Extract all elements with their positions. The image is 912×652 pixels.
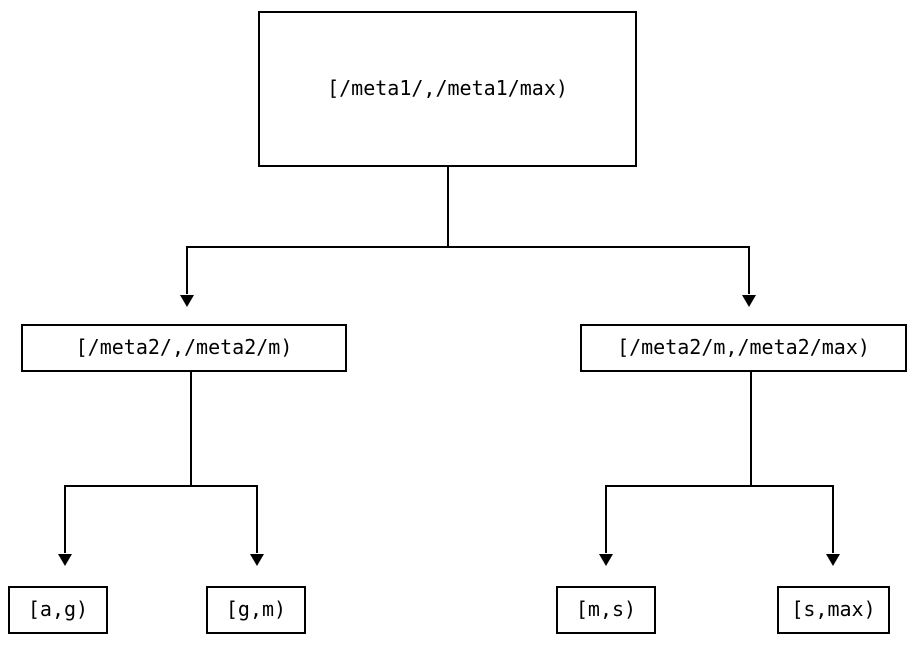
node-leaf-3-label: [m,s) [575,597,637,621]
node-mid-right-label: [/meta2/m,/meta2/max) [617,335,870,359]
node-leaf-2-label: [g,m) [225,597,287,621]
arrowhead-leaf-3 [599,554,613,566]
node-leaf-4[interactable]: [s,max) [777,586,890,634]
edge-root-to-mid-right [748,246,750,294]
node-mid-left-label: [/meta2/,/meta2/m) [75,335,293,359]
arrowhead-leaf-4 [826,554,840,566]
edge-mid-left-bus [64,485,258,487]
edge-mid-left-to-leaf-2 [256,485,258,553]
edge-mid-right-to-leaf-4 [832,485,834,553]
edge-mid-right-bus [605,485,834,487]
node-leaf-2[interactable]: [g,m) [206,586,306,634]
arrowhead-mid-right [742,295,756,307]
arrowhead-leaf-1 [58,554,72,566]
edge-mid-right-stem [750,372,752,486]
node-root[interactable]: [/meta1/,/meta1/max) [258,11,637,167]
arrowhead-mid-left [180,295,194,307]
edge-mid-right-to-leaf-3 [605,485,607,553]
edge-root-to-mid-left [186,246,188,294]
node-leaf-3[interactable]: [m,s) [556,586,656,634]
node-leaf-4-label: [s,max) [791,597,876,621]
arrowhead-leaf-2 [250,554,264,566]
node-mid-right[interactable]: [/meta2/m,/meta2/max) [580,324,907,372]
node-mid-left[interactable]: [/meta2/,/meta2/m) [21,324,347,372]
node-leaf-1-label: [a,g) [27,597,89,621]
edge-root-stem [447,167,449,247]
edge-mid-left-stem [190,372,192,486]
node-root-label: [/meta1/,/meta1/max) [327,76,568,100]
edge-mid-left-to-leaf-1 [64,485,66,553]
edge-root-bus [186,246,750,248]
node-leaf-1[interactable]: [a,g) [8,586,108,634]
